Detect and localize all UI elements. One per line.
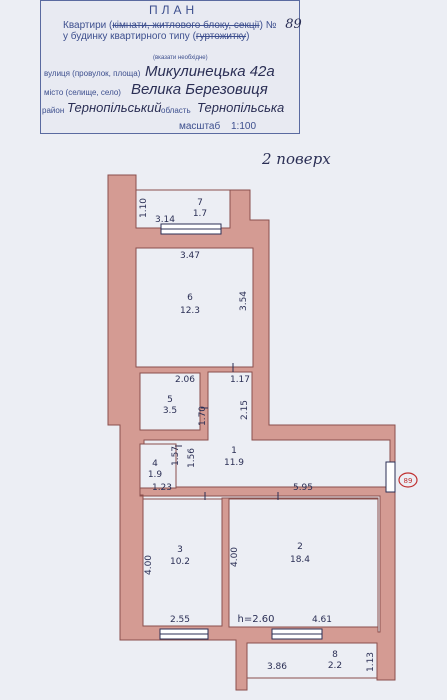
room-6-number: 6	[187, 293, 193, 303]
room-5-number: 5	[167, 395, 173, 405]
building-type-line: у будинку квартирного типу (гуртожитку)	[63, 31, 250, 42]
dim-3-47: 3.47	[180, 251, 200, 261]
room-6-area-value: 12.3	[180, 306, 200, 316]
room-1-number: 1	[231, 446, 237, 456]
room-5-area-value: 3.5	[163, 406, 177, 416]
room-2-number: 2	[297, 542, 303, 552]
room-6-area	[135, 247, 254, 368]
region-label: область	[161, 106, 191, 115]
dim-4-00-left: 4.00	[144, 555, 154, 575]
city-value: Велика Березовиця	[131, 81, 268, 98]
city-label: місто (селище, село)	[44, 88, 121, 97]
floor-label: 2 поверх	[262, 150, 331, 168]
apartment-marker	[398, 472, 418, 488]
district-label: район	[42, 106, 65, 115]
room-2-area-value: 18.4	[290, 555, 310, 565]
dim-1-56: 1.56	[187, 448, 197, 468]
street-label: вулиця (провулок, площа)	[44, 69, 141, 78]
dim-1-57: 1.57	[171, 446, 181, 466]
room-8-area-value: 2.2	[328, 661, 342, 671]
room-5-area	[139, 372, 201, 431]
scale-label: масштаб	[179, 121, 221, 132]
room-7-number: 7	[197, 198, 203, 208]
dim-2-06: 2.06	[175, 375, 195, 385]
apartment-marker-label: 89	[404, 477, 413, 485]
room-8-number: 8	[332, 650, 338, 660]
dim-4-61: 4.61	[312, 615, 332, 625]
district-value: Тернопільський	[67, 100, 162, 115]
room-4-area-value: 1.9	[148, 470, 163, 480]
street-value: Микулинецька 42а	[145, 63, 275, 80]
hint-text: (вказати необхідне)	[153, 55, 208, 61]
room-7-area	[135, 189, 231, 229]
room-4-area	[139, 443, 177, 489]
room-2-area	[228, 498, 379, 628]
room-8-area	[246, 642, 378, 679]
dim-3-54: 3.54	[239, 291, 249, 311]
dim-3-86: 3.86	[267, 662, 287, 672]
dim-1-70: 1.70	[198, 406, 208, 426]
dim-4-00-right: 4.00	[230, 547, 240, 567]
room-4-number: 4	[152, 459, 158, 469]
room-3-area-value: 10.2	[170, 557, 190, 567]
scale-value: 1:100	[231, 121, 257, 132]
window-right	[385, 461, 396, 493]
dim-1-13: 1.13	[366, 652, 376, 672]
dim-1-10: 1.10	[139, 198, 149, 218]
apartment-number: 89	[285, 17, 302, 32]
room-3-number: 3	[177, 545, 183, 555]
title-stamp: ПЛАН Квартири (кімнати, житлового блоку,…	[40, 0, 302, 134]
apartment-line: Квартири (кімнати, житлового блоку, секц…	[63, 17, 302, 32]
ceiling-height: h=2.60	[238, 614, 275, 625]
dim-3-14: 3.14	[155, 215, 175, 225]
dim-1-17: 1.17	[230, 375, 250, 385]
room-3-area	[142, 498, 223, 627]
dim-2-55: 2.55	[170, 615, 190, 625]
region-value: Тернопільська	[197, 100, 285, 115]
room-7-area-value: 1.7	[193, 209, 207, 219]
dim-5-95: 5.95	[293, 483, 313, 493]
room-1-area-value: 11.9	[224, 458, 244, 468]
dim-2-15: 2.15	[240, 400, 250, 420]
plan-title: ПЛАН	[149, 3, 199, 17]
dim-1-23: 1.23	[152, 483, 172, 493]
